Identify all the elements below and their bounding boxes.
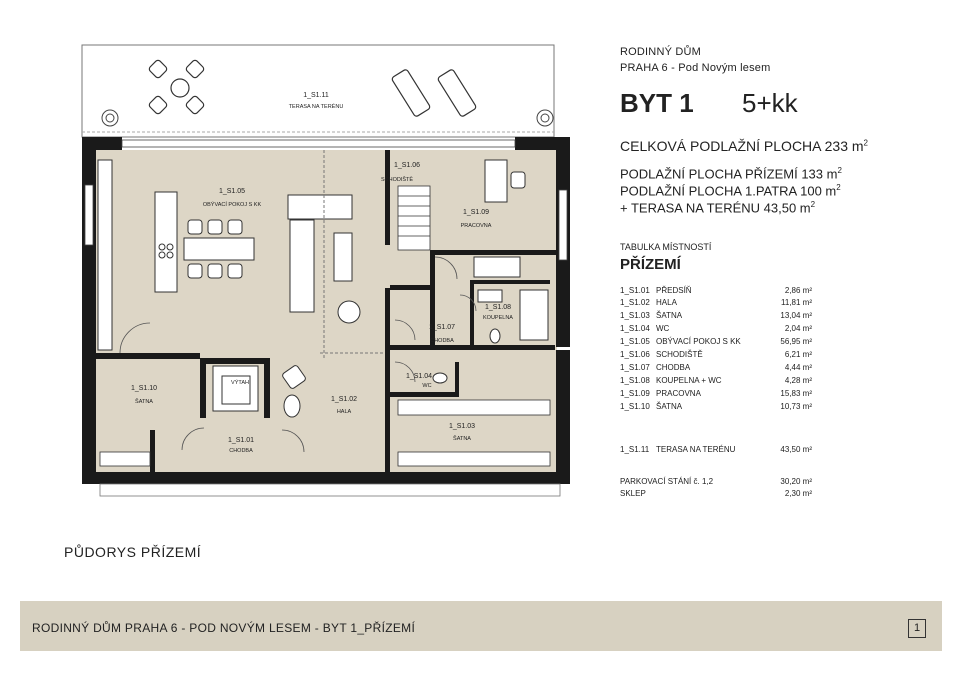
room-table-title: TABULKA MÍSTNOSTÍ xyxy=(620,242,712,252)
hall-chair xyxy=(282,365,306,418)
room-code-bath: 1_S1.08 xyxy=(485,304,511,311)
room-name-stairs: SCHODIŠTĚ xyxy=(381,175,413,183)
unit-title: BYT 1 xyxy=(620,88,694,118)
unit-layout: 5+kk xyxy=(742,88,798,118)
room-name-living: OBÝVACÍ POKOJ S KK xyxy=(203,201,262,208)
room-name-closet1: ŠATNA xyxy=(135,398,153,405)
kitchen-island xyxy=(97,159,178,351)
dining-table xyxy=(183,219,255,279)
sunbed-icon xyxy=(391,69,477,117)
study-desk xyxy=(473,159,526,278)
wardrobe xyxy=(99,399,551,467)
floor-plan: 1_S1.11 TERASA NA TERÉNU 1_S1.05 OBÝVACÍ… xyxy=(81,44,570,497)
door-swings xyxy=(119,256,477,453)
openings xyxy=(320,150,385,358)
room-code-study: 1_S1.09 xyxy=(463,209,489,216)
room-code-corridor: 1_S1.07 xyxy=(429,324,455,331)
room-code-closet2: 1_S1.03 xyxy=(449,423,475,430)
terrace-outline xyxy=(81,44,555,138)
room-name-bath: KOUPELNA xyxy=(483,315,513,321)
page-number: 1 xyxy=(908,619,926,638)
bathroom-fixtures xyxy=(432,289,549,384)
room-table-floor: PŘÍZEMÍ xyxy=(620,256,681,273)
room-name-lift: VÝTAH xyxy=(231,379,249,386)
room-code-closet1: 1_S1.10 xyxy=(131,385,157,392)
lift xyxy=(212,365,259,412)
room-name-corridor: CHODBA xyxy=(430,338,454,344)
room-name-study: PRACOVNA xyxy=(461,223,492,229)
footer-bar: RODINNÝ DŮM PRAHA 6 - POD NOVÝM LESEM - … xyxy=(20,601,942,651)
window-strips xyxy=(84,139,568,261)
footer-title: RODINNÝ DŮM PRAHA 6 - POD NOVÝM LESEM - … xyxy=(32,621,416,635)
room-name-closet2: ŠATNA xyxy=(453,435,471,442)
total-area: CELKOVÁ PODLAŽNÍ PLOCHA 233 m2 xyxy=(620,138,868,154)
room-code-stairs: 1_S1.06 xyxy=(394,162,420,169)
room-labels: 1_S1.11 TERASA NA TERÉNU 1_S1.05 OBÝVACÍ… xyxy=(131,92,513,454)
room-code-entry: 1_S1.01 xyxy=(228,437,254,444)
ground-area: PODLAŽNÍ PLOCHA PŘÍZEMÍ 133 m2 xyxy=(620,166,842,182)
outer-walls xyxy=(82,137,570,484)
sofa xyxy=(287,194,361,324)
room-name-wc: WC xyxy=(422,383,431,389)
room-code-terrace: 1_S1.11 xyxy=(303,92,329,99)
room-name-hall: HALA xyxy=(337,409,352,415)
entrance-step xyxy=(99,483,561,497)
project-address: PRAHA 6 - Pod Novým lesem xyxy=(620,62,771,74)
project-title: RODINNÝ DŮM xyxy=(620,46,702,58)
room-code-wc: 1_S1.04 xyxy=(406,373,432,380)
terrace-table-icon xyxy=(148,59,205,115)
first-floor-area: PODLAŽNÍ PLOCHA 1.PATRA 100 m2 xyxy=(620,183,841,199)
room-code-living: 1_S1.05 xyxy=(219,188,245,195)
terrace-area: + TERASA NA TERÉNU 43,50 m2 xyxy=(620,200,816,216)
staircase xyxy=(397,185,431,251)
plant-icon xyxy=(101,109,554,127)
room-name-terrace: TERASA NA TERÉNU xyxy=(289,103,344,110)
interior-walls xyxy=(96,150,556,475)
room-code-hall: 1_S1.02 xyxy=(331,396,357,403)
room-name-entry: CHODBA xyxy=(229,448,253,454)
plan-caption: PŮDORYS PŘÍZEMÍ xyxy=(64,544,202,560)
